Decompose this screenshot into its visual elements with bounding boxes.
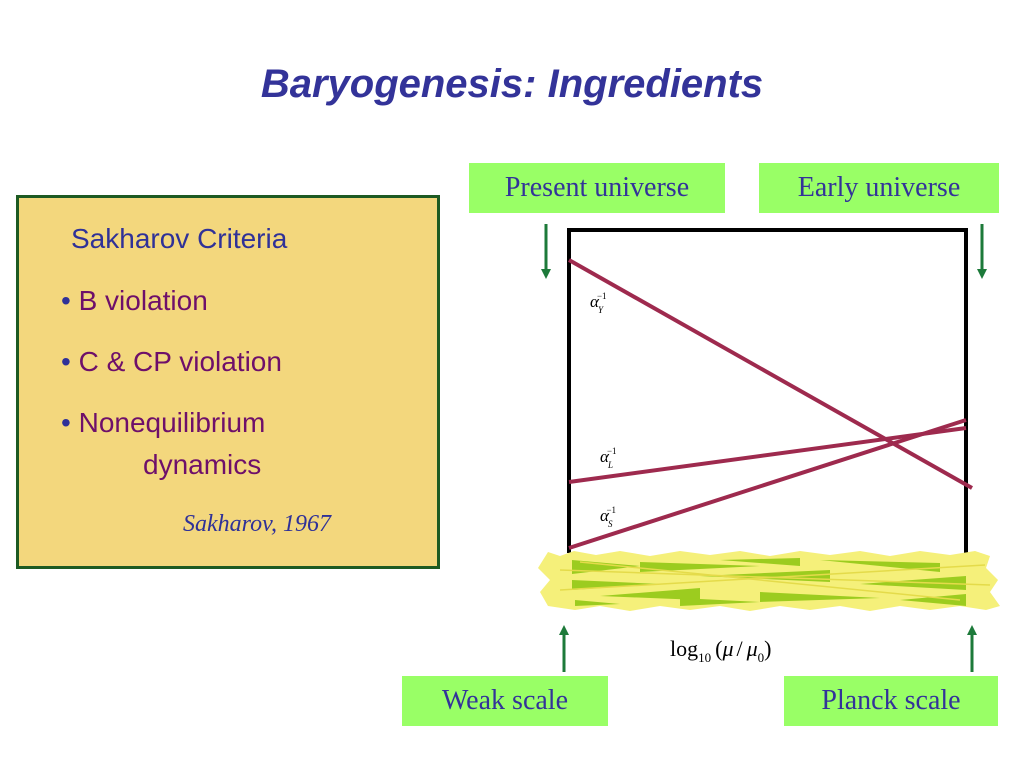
alpha-y-line	[568, 258, 973, 490]
axis-log-label: log10(μ/μ0)	[670, 636, 772, 665]
alpha-l-label: αL−1	[600, 446, 617, 470]
plot-frame	[567, 228, 968, 553]
criteria-heading: Sakharov Criteria	[71, 223, 288, 254]
early-universe-label: Early universe	[759, 163, 999, 213]
citation: Sakharov, 1967	[183, 511, 331, 537]
weak-scale-label: Weak scale	[402, 676, 608, 726]
slide-title: Baryogenesis: Ingredients	[260, 62, 764, 106]
bullet-text: C & CP violation	[78, 346, 282, 377]
planck-scale-label: Planck scale	[784, 676, 998, 726]
alpha-s-line	[568, 418, 967, 550]
present-universe-label: Present universe	[469, 163, 725, 213]
bullet-dot: •	[61, 407, 71, 438]
bullet-dot: •	[61, 346, 71, 377]
sakharov-criteria-box: Sakharov Criteria • B violation • C & CP…	[16, 195, 440, 569]
alpha-y-label: αY−1	[590, 291, 607, 315]
straw-band	[538, 551, 1000, 611]
alpha-l-line	[568, 426, 967, 484]
bullet-nonequilibrium: • Nonequilibrium dynamics	[61, 402, 265, 486]
bullet-b-violation: • B violation	[61, 280, 208, 322]
bullet-cp-violation: • C & CP violation	[61, 341, 282, 383]
bullet-dot: •	[61, 285, 71, 316]
bullet-text: B violation	[78, 285, 208, 316]
bullet-text: Nonequilibrium	[78, 407, 266, 438]
bullet-continuation: dynamics	[143, 449, 262, 480]
alpha-s-label: αS−1	[600, 505, 616, 529]
